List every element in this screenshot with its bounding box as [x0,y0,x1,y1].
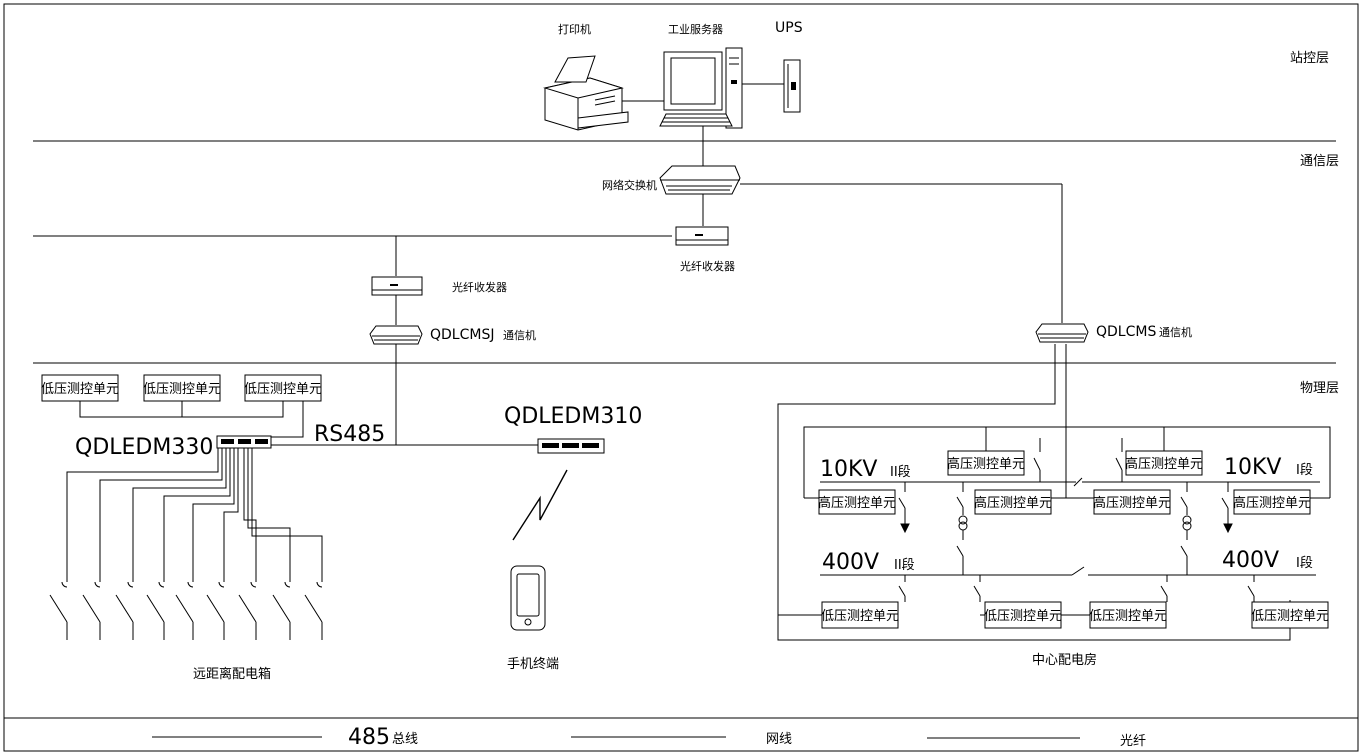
hv-unit-label: 高压测控单元 [1093,495,1171,511]
printer-label: 打印机 [558,22,591,36]
lv-unit-label: 低压测控单元 [1089,609,1167,624]
layer-label-comm: 通信层 [1300,154,1339,169]
fiber-transceiver-center-icon [675,226,729,246]
layer-label-station: 站控层 [1290,51,1329,66]
remote-box-label: 远距离配电箱 [193,666,271,682]
remote-lv-unit-3: 低压测控单元 [244,374,322,402]
fiber-left-label: 光纤收发器 [452,280,507,294]
switch-label: 网络交换机 [602,178,657,192]
hv-unit-label: 高压测控单元 [1233,495,1311,511]
kv1-seg-label: I段 [1296,463,1313,478]
mobile-terminal-label: 手机终端 [507,656,559,672]
remote-lv-unit-2: 低压测控单元 [143,374,221,402]
hv-unit-label: 高压测控单元 [1125,456,1203,472]
remote-lv-unit-label: 低压测控单元 [143,382,221,397]
server-label: 工业服务器 [668,23,723,36]
hv-unit-top-2: 高压测控单元 [1125,450,1203,476]
qdledm310-device-icon [537,438,605,454]
kv2-label: 10KV [820,457,877,482]
incoming-switches [1033,438,1123,482]
center-hv-comm-loop [803,426,1331,498]
v1-label: 400V [1222,548,1279,573]
lv-unit-label: 低压测控单元 [821,609,899,624]
comm-device-left-icon [369,325,423,345]
hv-unit-label: 高压测控单元 [818,495,896,511]
kv2-seg-label: II段 [890,465,911,480]
hv-unit-mid-1: 高压测控单元 [818,489,896,515]
center-room-label: 中心配电房 [1032,652,1097,668]
remote-lv-unit-label: 低压测控单元 [244,382,322,397]
hv-unit-mid-3: 高压测控单元 [1093,489,1171,515]
remote-unit-to-dm330 [260,401,304,438]
lv-feeders [898,575,1255,602]
center-comm-loop [777,344,1291,641]
ups-icon [783,59,801,113]
comm-left-suffix: 通信机 [503,328,536,342]
legend-485-num: 485 [348,725,390,750]
fiber-transceiver-left-icon [371,276,423,296]
kv1-label: 10KV [1224,455,1281,480]
layer-label-physical: 物理层 [1300,381,1339,396]
hv-unit-label: 高压测控单元 [974,495,1052,511]
comm-right-suffix: 通信机 [1159,325,1192,339]
rs485-label: RS485 [314,422,385,447]
legend-fiber-text: 光纤 [1120,734,1146,749]
v2-seg-label: II段 [894,558,915,573]
qdledm330-label: QDLEDM330 [75,435,213,460]
remote-lv-unit-1: 低压测控单元 [41,374,119,402]
center-lv-unit-4: 低压测控单元 [1251,601,1329,629]
legend-485-text: 总线 [392,732,418,747]
remote-lv-unit-label: 低压测控单元 [41,382,119,397]
lv-unit-label: 低压测控单元 [984,609,1062,624]
network-switch-icon [659,165,741,195]
wireless-signal-icon [512,469,568,541]
ups-label: UPS [775,20,803,36]
comm-left-model: QDLCMSJ [430,327,494,343]
lv-bus-tie-switch [1071,566,1085,576]
hv-feeders [898,482,1233,575]
hv-unit-top-1: 高压测控单元 [947,450,1025,476]
server-icon [659,47,743,129]
qdledm310-label: QDLEDM310 [504,404,642,429]
center-lv-unit-3: 低压测控单元 [1089,601,1167,629]
comm-right-model: QDLCMS [1096,324,1156,340]
v1-seg-label: I段 [1296,556,1313,571]
lv-unit-label: 低压测控单元 [1251,609,1329,624]
comm-device-right-icon [1035,323,1089,343]
center-lv-unit-1: 低压测控单元 [821,601,899,629]
center-lv-unit-2: 低压测控单元 [984,601,1062,629]
fiber-center-label: 光纤收发器 [680,259,735,273]
v2-label: 400V [822,550,879,575]
kv-bus-tie-switch [1073,477,1083,487]
remote-feeder-switches [49,448,323,640]
mobile-phone-icon [510,565,546,631]
qdledm330-device-icon [216,435,272,449]
hv-unit-mid-2: 高压测控单元 [974,489,1052,515]
legend-network-text: 网线 [766,732,792,747]
diagram-frame [3,3,1359,752]
printer-icon [543,55,629,131]
hv-unit-label: 高压测控单元 [947,456,1025,472]
hv-unit-mid-4: 高压测控单元 [1233,489,1311,515]
